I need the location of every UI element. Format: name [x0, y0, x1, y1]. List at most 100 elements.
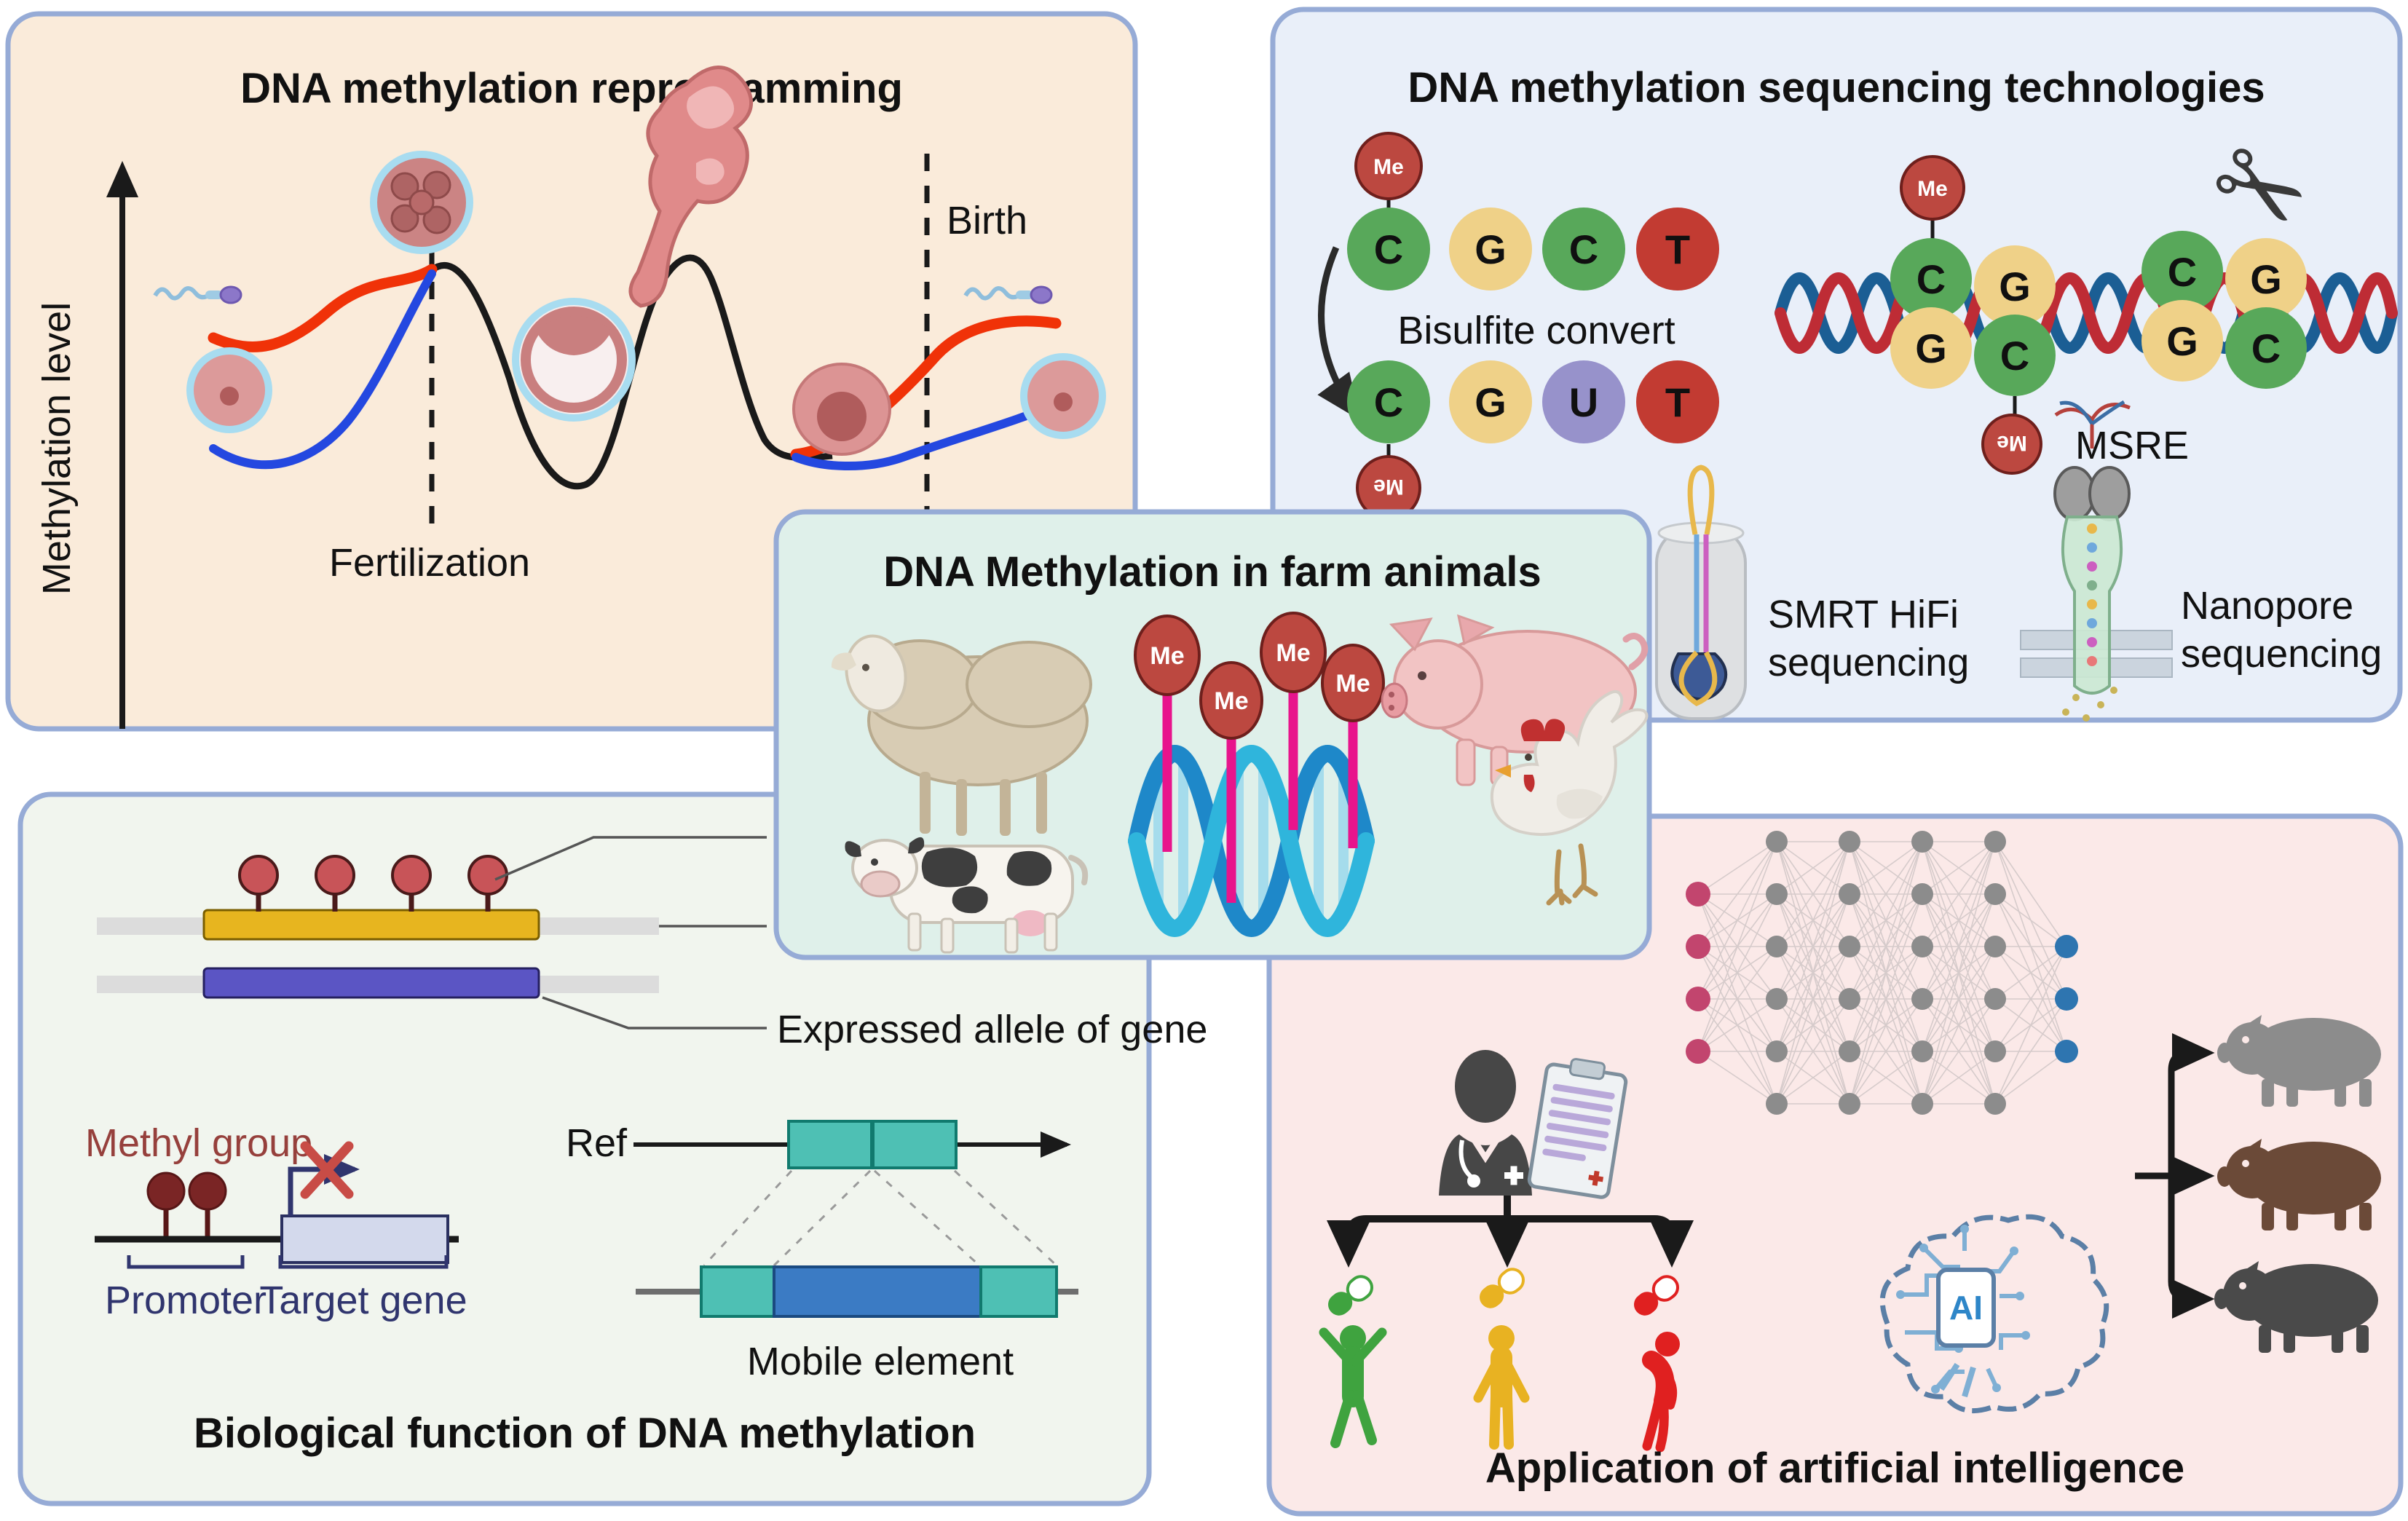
msre-label: MSRE — [2075, 424, 2189, 467]
ai-label: AI — [1949, 1289, 1983, 1327]
base-letter: G — [2166, 318, 2198, 364]
me-icon: Me — [1260, 612, 1327, 693]
sperm-icon — [963, 285, 1053, 304]
svg-text:Me: Me — [1373, 155, 1404, 179]
smrt-label-line2: sequencing — [1768, 641, 1969, 684]
base-c-icon — [1347, 208, 1430, 291]
expressed-allele-label: Expressed allele of gene — [777, 1008, 1207, 1051]
imprinted-allele-bar — [202, 909, 540, 941]
base-c-icon — [2141, 231, 2223, 312]
me-icon: Me — [1354, 132, 1423, 200]
blocked-x-icon — [300, 1141, 354, 1199]
ref-te-box — [787, 1120, 873, 1169]
mobile-element-diagram: Ref Mobile element — [566, 1120, 1078, 1383]
base-letter: C — [1569, 226, 1598, 272]
sequencing-title: DNA methylation sequencing technologies — [1408, 64, 2265, 111]
base-letter: U — [1569, 379, 1598, 425]
svg-text:Me: Me — [1997, 431, 2027, 455]
me-lollipops: Me Me Me Me — [1134, 612, 1385, 903]
gene-bracket — [278, 1255, 449, 1269]
maternal-curve-left — [209, 269, 436, 470]
panel-reprogramming: DNA methylation reprogramming Methylatio… — [5, 11, 1138, 732]
panel-ai-bg — [1266, 813, 2404, 1517]
base-g-icon — [2225, 238, 2307, 320]
base-c-icon — [1974, 315, 2056, 396]
svg-text:Me: Me — [1335, 670, 1370, 698]
cow-icon — [845, 837, 1089, 954]
base-letter: T — [1665, 226, 1690, 272]
me-icon-flipped: Me — [1356, 455, 1421, 521]
base-letter: C — [2168, 249, 2197, 295]
msre-diagram: Me C G G C Me C G G C ✂ MSRE — [1775, 113, 2398, 475]
blastocyst-icon — [512, 298, 636, 422]
methyl-group-label: Methyl group — [85, 1121, 312, 1165]
mobile-element-box — [773, 1265, 982, 1318]
base-g-icon — [2141, 300, 2223, 382]
bisulfite-diagram: Me C G C T Bisulfite convert C G U T Me — [1317, 132, 1719, 521]
base-letter: G — [1915, 325, 1947, 371]
base-c-icon — [2225, 307, 2307, 389]
person-responder-icon — [1319, 1325, 1387, 1448]
base-t-icon — [1636, 208, 1719, 291]
y-axis-label: Methylation level — [35, 302, 79, 595]
te-flank-box — [979, 1265, 1058, 1318]
base-letter: C — [1374, 226, 1403, 272]
promoter-bracket — [127, 1255, 245, 1269]
promoter-silencing-diagram: Methyl group Promoter Target gene — [85, 1121, 467, 1322]
base-letter: G — [1475, 226, 1507, 272]
ref-label: Ref — [566, 1121, 628, 1165]
person-neutral-icon — [1473, 1325, 1530, 1450]
sperm-icon — [153, 285, 242, 304]
bisulfite-label: Bisulfite convert — [1397, 309, 1675, 352]
pig-brown-icon — [2217, 1136, 2388, 1230]
base-letter: C — [1374, 379, 1403, 425]
maternal-curve-right — [792, 397, 1067, 471]
morula-icon — [370, 151, 473, 254]
target-gene-label: Target gene — [259, 1279, 467, 1322]
pill-icon — [1328, 1275, 1373, 1316]
reprogramming-title: DNA methylation reprogramming — [240, 65, 903, 112]
doctor-icon — [1439, 1050, 1532, 1196]
base-letter: G — [1999, 264, 2031, 309]
svg-text:Me: Me — [1214, 687, 1248, 715]
bisulfite-arrow-icon — [1317, 246, 1361, 421]
base-c-icon — [1347, 360, 1430, 443]
ref-te-box — [872, 1120, 958, 1169]
somatic-methylation-curve — [430, 254, 833, 490]
base-letter: T — [1665, 379, 1690, 425]
me-icon: Me — [1134, 615, 1201, 696]
embryo-icon — [628, 66, 753, 308]
neural-network-icon — [1686, 831, 2078, 1115]
base-c-icon — [1890, 238, 1972, 320]
phenotype-branch-arrows — [2135, 1033, 2215, 1319]
nanopore-label-line2: sequencing — [2181, 632, 2382, 676]
nanopore-label-line1: Nanopore — [2181, 584, 2353, 628]
pill-icon — [1480, 1268, 1525, 1308]
promoter-label: Promoter — [105, 1279, 267, 1322]
svg-text:Me: Me — [1276, 639, 1310, 667]
base-letter: C — [2251, 325, 2281, 371]
clipboard-icon — [1527, 1058, 1628, 1199]
oocyte-icon — [186, 347, 272, 433]
y-axis-arrowhead-icon — [106, 161, 138, 197]
paternal-curve-left — [208, 264, 438, 352]
base-letter: G — [2250, 256, 2282, 302]
triage-arrows — [1327, 1196, 1694, 1268]
mobile-element-label: Mobile element — [747, 1340, 1014, 1383]
base-g-icon — [1449, 208, 1532, 291]
panel-farm: DNA Methylation in farm animals — [773, 509, 1652, 960]
svg-text:Me: Me — [1373, 475, 1404, 499]
methylation-lollipops — [238, 855, 508, 912]
oocyte-icon — [1020, 353, 1106, 439]
farm-title: DNA Methylation in farm animals — [883, 548, 1541, 596]
sheep-icon — [831, 634, 1092, 836]
person-adverse-icon — [1642, 1332, 1680, 1453]
germ-cell-icon — [792, 363, 891, 456]
svg-text:Me: Me — [1150, 642, 1184, 670]
pig-dark-icon — [2214, 1258, 2385, 1353]
chicken-icon — [1490, 690, 1649, 906]
ai-title: Application of artificial intelligence — [1485, 1445, 2184, 1492]
biofunction-title: Biological function of DNA methylation — [194, 1410, 976, 1457]
base-g-icon — [1890, 307, 1972, 389]
